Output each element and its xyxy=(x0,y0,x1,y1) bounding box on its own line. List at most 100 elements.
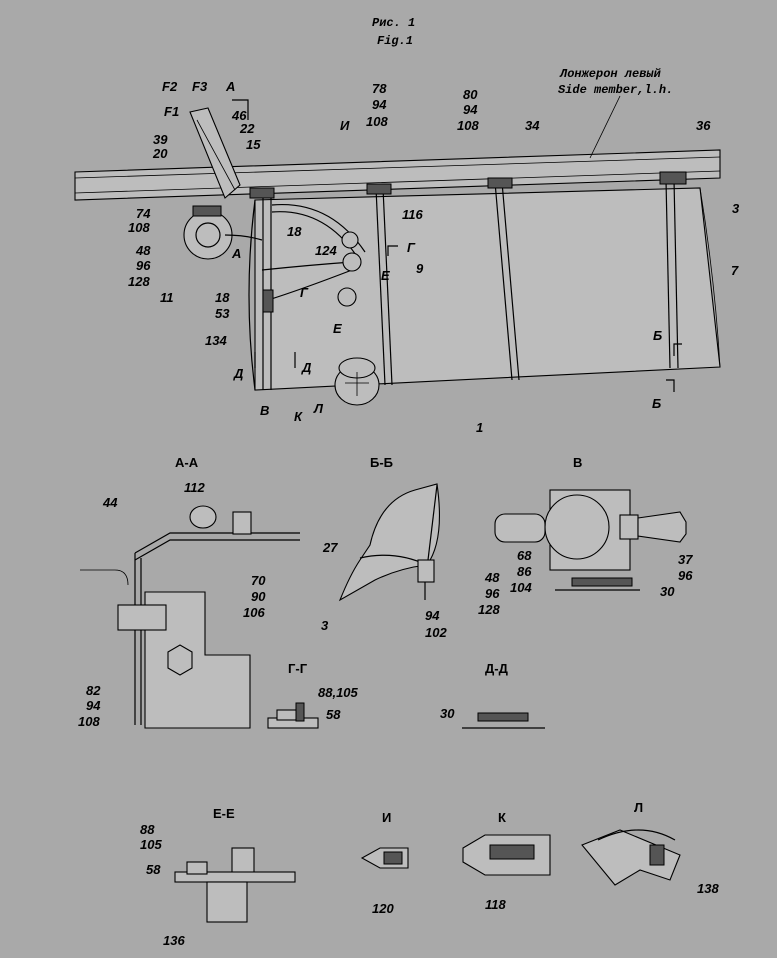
view-K-118: 118 xyxy=(485,897,506,912)
label-46: 46 xyxy=(231,108,247,123)
label-A-mid: А xyxy=(231,246,241,261)
view-BB-title: Б-Б xyxy=(370,455,393,470)
fitting-9 xyxy=(342,252,362,272)
label-108b: 108 xyxy=(366,114,388,129)
view-BB-94: 94 xyxy=(425,608,440,623)
label-1: 1 xyxy=(476,420,483,435)
label-108c: 108 xyxy=(457,118,479,133)
label-39: 39 xyxy=(153,132,168,147)
label-36: 36 xyxy=(696,118,711,133)
label-80: 80 xyxy=(463,87,478,102)
view-V-104: 104 xyxy=(510,580,532,595)
label-9: 9 xyxy=(416,261,424,276)
label-F1: F1 xyxy=(164,104,179,119)
view-EE-88: 88 xyxy=(140,822,155,837)
view-BB: Б-Б 27 3 94 102 xyxy=(321,455,447,640)
view-I-120: 120 xyxy=(372,901,394,916)
view-L-title: Л xyxy=(634,800,643,815)
view-GG: Г-Г 88,105 58 xyxy=(267,661,359,729)
view-EE-136: 136 xyxy=(163,933,185,948)
view-V-48: 48 xyxy=(484,570,500,585)
label-94a: 94 xyxy=(372,97,387,112)
label-53: 53 xyxy=(215,306,230,321)
view-V-37: 37 xyxy=(678,552,693,567)
view-GG-title: Г-Г xyxy=(288,661,308,676)
label-F3: F3 xyxy=(192,79,208,94)
view-GG-88-105: 88,105 xyxy=(318,685,359,700)
label-22: 22 xyxy=(239,121,255,136)
label-124: 124 xyxy=(315,243,337,258)
label-134: 134 xyxy=(205,333,227,348)
view-AA-82: 82 xyxy=(86,683,101,698)
label-V: В xyxy=(260,403,269,418)
view-K-title: К xyxy=(498,810,506,825)
label-G1: Г xyxy=(407,240,416,255)
view-AA-94: 94 xyxy=(86,698,101,713)
label-128: 128 xyxy=(128,274,150,289)
label-18b: 18 xyxy=(215,290,230,305)
label-7: 7 xyxy=(731,263,739,278)
view-K: К 118 xyxy=(462,810,551,912)
view-V-96b: 96 xyxy=(678,568,693,583)
view-I: И 120 xyxy=(360,810,409,916)
figure-title-en: Fig.1 xyxy=(377,34,413,48)
label-G2: Г xyxy=(300,285,309,300)
label-E1: Е xyxy=(381,268,390,283)
view-I-title: И xyxy=(382,810,391,825)
view-L: Л 138 xyxy=(581,800,719,896)
main-assembly-view: Лонжерон левый Side member,l.h. xyxy=(74,67,740,435)
label-15: 15 xyxy=(246,137,261,152)
fitting-134 xyxy=(262,289,274,313)
label-74: 74 xyxy=(136,206,151,221)
view-AA: А-А 112 44 70 90 106 82 94 108 xyxy=(78,455,300,729)
fuel-pump-unit xyxy=(183,205,233,260)
view-L-138: 138 xyxy=(697,881,719,896)
label-B2: Б xyxy=(652,396,661,411)
side-member-label-ru: Лонжерон левый xyxy=(559,67,662,81)
label-3: 3 xyxy=(732,201,740,216)
figure-title-ru: Рис. 1 xyxy=(372,16,415,30)
view-V-30: 30 xyxy=(660,584,675,599)
view-AA-112: 112 xyxy=(184,480,205,495)
side-member-label-en: Side member,l.h. xyxy=(558,83,673,97)
view-AA-44: 44 xyxy=(102,495,118,510)
label-D1: Д xyxy=(233,366,244,381)
label-A-arrow: A xyxy=(225,79,235,94)
label-78: 78 xyxy=(372,81,387,96)
label-B1: Б xyxy=(653,328,662,343)
view-DD: Д-Д 30 xyxy=(440,661,545,729)
tank-body xyxy=(248,187,721,391)
view-EE: Е-Е 88 105 58 136 xyxy=(140,806,296,948)
view-BB-3: 3 xyxy=(321,618,329,633)
view-AA-106: 106 xyxy=(243,605,265,620)
sender-unit xyxy=(334,357,380,406)
view-AA-title: А-А xyxy=(175,455,199,470)
view-GG-58: 58 xyxy=(326,707,341,722)
label-94b: 94 xyxy=(463,102,478,117)
view-V-96a: 96 xyxy=(485,586,500,601)
label-20: 20 xyxy=(152,146,168,161)
label-I: И xyxy=(340,118,350,133)
view-V-86: 86 xyxy=(517,564,532,579)
strap-brackets xyxy=(249,171,687,199)
fitting-124 xyxy=(341,231,359,249)
view-EE-58: 58 xyxy=(146,862,161,877)
label-F2: F2 xyxy=(162,79,178,94)
label-108a: 108 xyxy=(128,220,150,235)
view-DD-30: 30 xyxy=(440,706,455,721)
view-EE-title: Е-Е xyxy=(213,806,235,821)
label-34: 34 xyxy=(525,118,540,133)
view-V-title: В xyxy=(573,455,582,470)
view-AA-90: 90 xyxy=(251,589,266,604)
label-48: 48 xyxy=(135,243,151,258)
view-DD-title: Д-Д xyxy=(485,661,509,676)
view-BB-102: 102 xyxy=(425,625,447,640)
label-96: 96 xyxy=(136,258,151,273)
label-116: 116 xyxy=(402,207,423,222)
label-L: Л xyxy=(313,401,324,416)
filler-neck xyxy=(189,107,241,199)
label-D2: Д xyxy=(301,360,312,375)
view-AA-70: 70 xyxy=(251,573,266,588)
label-18a: 18 xyxy=(287,224,302,239)
